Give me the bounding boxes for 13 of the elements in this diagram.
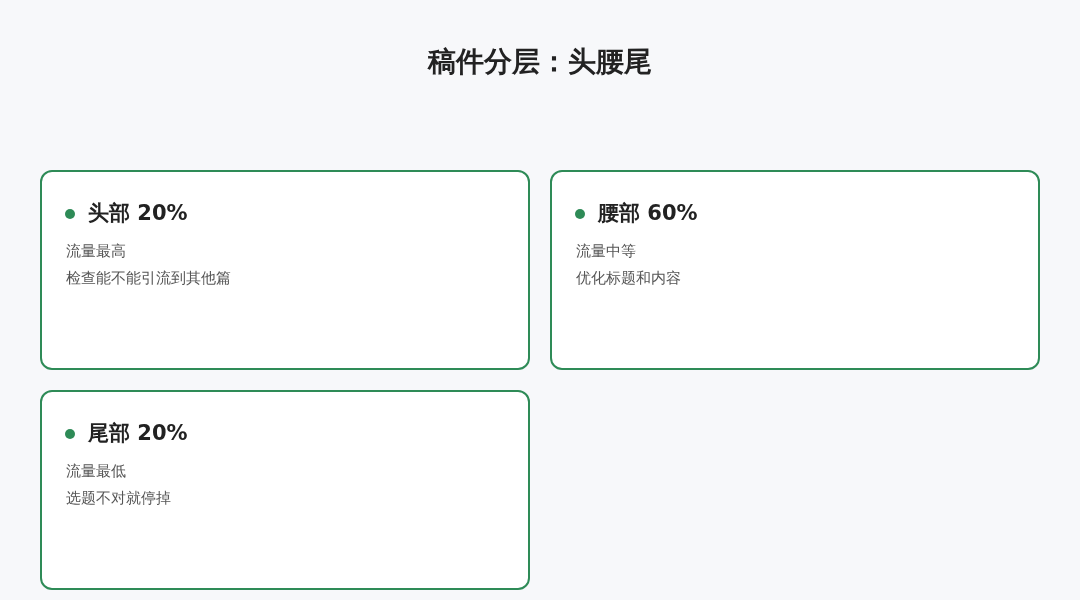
card: [40, 390, 530, 590]
card: [40, 170, 530, 370]
card-text: 选题不对就停掉: [66, 488, 171, 509]
card-text: 优化标题和内容: [576, 268, 681, 289]
card-text: 流量最低: [66, 461, 126, 482]
card-heading: 腰部 60%: [598, 200, 698, 227]
card-text: 流量最高: [66, 241, 126, 262]
card: [550, 170, 1040, 370]
diagram-title: 稿件分层：头腰尾: [428, 44, 652, 80]
card-heading: 头部 20%: [88, 200, 188, 227]
card-heading: 尾部 20%: [88, 420, 188, 447]
card-text: 检查能不能引流到其他篇: [66, 268, 231, 289]
card-text: 流量中等: [576, 241, 636, 262]
